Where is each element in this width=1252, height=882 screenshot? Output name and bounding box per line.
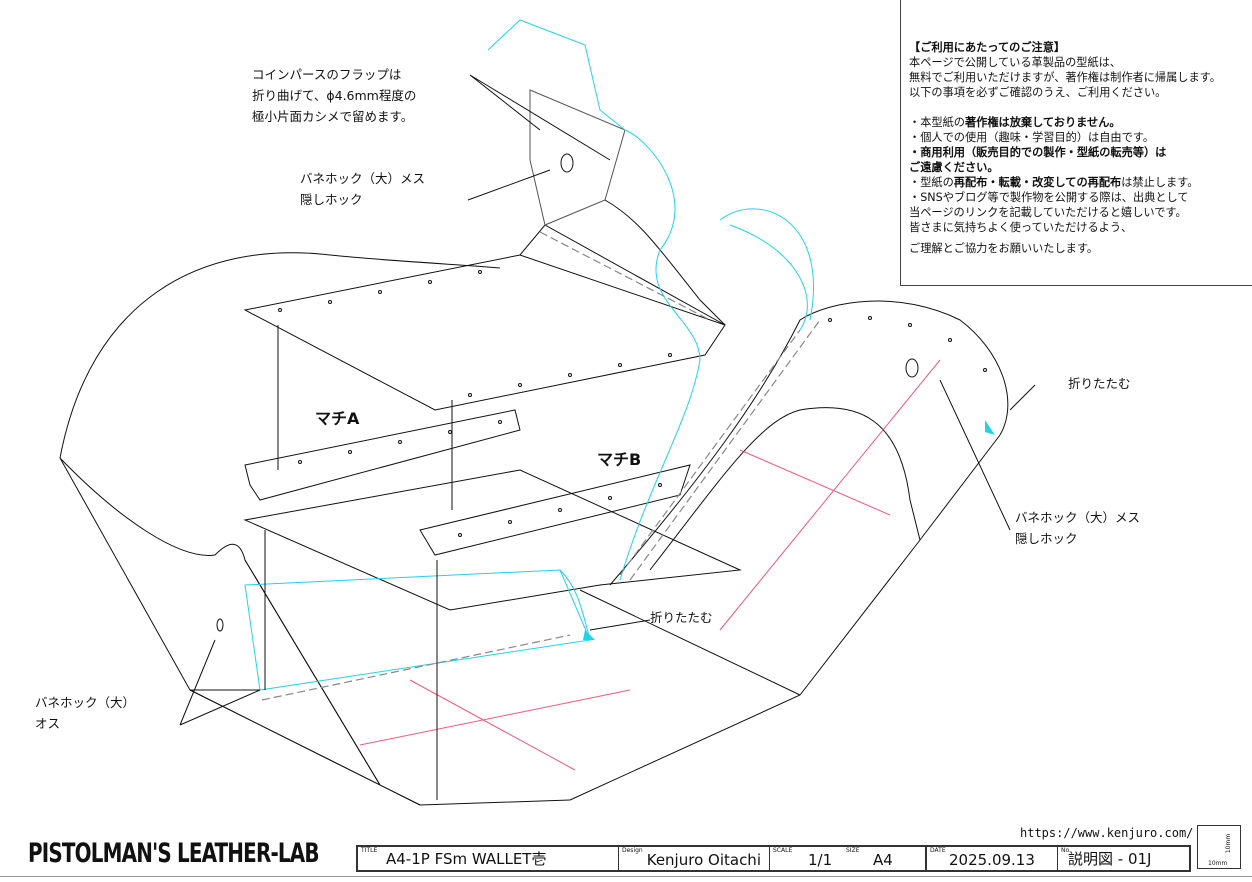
label-line: バネホック（大）メス <box>1015 510 1141 525</box>
snap-male-label: バネホック（大） オス <box>35 692 135 734</box>
fold-right-label: 折りたたむ <box>1068 376 1131 391</box>
designer: Kenjuro Oitachi <box>646 851 761 869</box>
card-pocket-top <box>243 254 726 411</box>
scale-value: 1/1 <box>808 851 833 869</box>
label-line: バネホック（大） <box>35 695 136 710</box>
text: ・型紙の <box>909 176 954 189</box>
text: は禁止します。 <box>1121 176 1199 189</box>
caption: Design <box>622 847 643 854</box>
drawing-number: 説明図 - 01J <box>1068 850 1152 868</box>
flap-note-line: 極小片面カシメで留めます。 <box>252 109 414 124</box>
drawing-title: A4-1P FSm WALLET壱 <box>386 850 547 868</box>
brand-logo: PISTOLMAN'S LEATHER-LAB <box>28 838 320 869</box>
fold-center-label: 折りたたむ <box>650 610 713 625</box>
label-line: 隠しホック <box>1015 531 1078 546</box>
notice-item-2: ・個人での使用（趣味・学習目的）は自由です。 <box>909 131 1155 144</box>
flap-note-line: 折り曲げて、ϕ4.6mm程度の <box>252 88 417 103</box>
stitch-holes <box>278 270 987 537</box>
text: 著作権は放棄しておりません。 <box>964 116 1121 129</box>
flap-outline-cyan <box>487 19 701 581</box>
caption: DATE <box>930 847 946 854</box>
snap-female-right-label: バネホック（大）メス 隠しホック <box>1015 507 1140 549</box>
label-line: オス <box>35 716 61 731</box>
notice-closing: ご理解とご協力をお願いいたします。 <box>909 242 1099 255</box>
coin-flap <box>529 89 626 226</box>
notice-intro: 以下の事項を必ずご確認のうえ、ご利用ください。 <box>909 86 1167 99</box>
notice-title: 【ご利用にあたってのご注意】 <box>909 41 1066 54</box>
usage-notice: 【ご利用にあたってのご注意】 本ページで公開している革製品の型紙は、 無料でご利… <box>900 0 1252 286</box>
size-value: A4 <box>873 851 893 869</box>
right-body-curve <box>609 300 1009 586</box>
gusset-b-label: マチB <box>597 450 642 469</box>
caption: No. <box>1061 847 1071 854</box>
date-value: 2025.09.13 <box>949 851 1035 869</box>
caption: SIZE <box>846 847 860 854</box>
notice-intro: 本ページで公開している革製品の型紙は、 <box>909 56 1122 69</box>
bottom-body-panel <box>189 434 1001 806</box>
gusset-b <box>419 464 691 556</box>
middle-panel <box>243 469 742 611</box>
notice-item-4: ・型紙の再配布・転載・改変しての再配布は禁止します。 <box>909 175 1252 190</box>
label-line: バネホック（大）メス <box>300 171 426 186</box>
notice-intro: 無料でご利用いただけますが、著作権は制作者に帰属します。 <box>909 71 1221 84</box>
flap-note-line: コインパースのフラップは <box>252 67 402 82</box>
caption: SCALE <box>773 847 793 854</box>
notice-item-5: 皆さまに気持ちよく使っていただけるよう、 <box>909 221 1133 234</box>
divider <box>0 876 1252 877</box>
scale-reference-box: 10mm 10mm <box>1197 825 1241 869</box>
gusset-a <box>244 409 521 501</box>
notice-item-1: ・本型紙の著作権は放棄しておりません。 <box>909 115 1252 130</box>
caption: TITLE <box>361 847 378 854</box>
gusset-a-label: マチA <box>315 409 360 428</box>
site-url[interactable]: https://www.kenjuro.com/ <box>1020 826 1194 840</box>
scale-h: 10mm <box>1208 860 1228 867</box>
notice-item-5: 当ページのリンクを記載していただけると嬉しいです。 <box>909 206 1187 219</box>
label-line: 隠しホック <box>300 192 363 207</box>
notice-item-3: ご遠慮ください。 <box>909 161 999 174</box>
text: 再配布・転載・改変しての再配布 <box>953 176 1122 189</box>
snap-female-top-label: バネホック（大）メス 隠しホック <box>300 168 425 210</box>
flap-note: コインパースのフラップは 折り曲げて、ϕ4.6mm程度の 極小片面カシメで留めま… <box>252 64 416 127</box>
notice-item-5: ・SNSやブログ等で製作物を公開する際は、出典として <box>909 191 1189 204</box>
notice-item-3: ・商用利用（販売目的での製作・型紙の転売等）は <box>909 146 1167 159</box>
scale-v: 10mm <box>1224 833 1232 854</box>
body-outer-arc <box>59 252 501 459</box>
text: ・本型紙の <box>909 116 965 129</box>
